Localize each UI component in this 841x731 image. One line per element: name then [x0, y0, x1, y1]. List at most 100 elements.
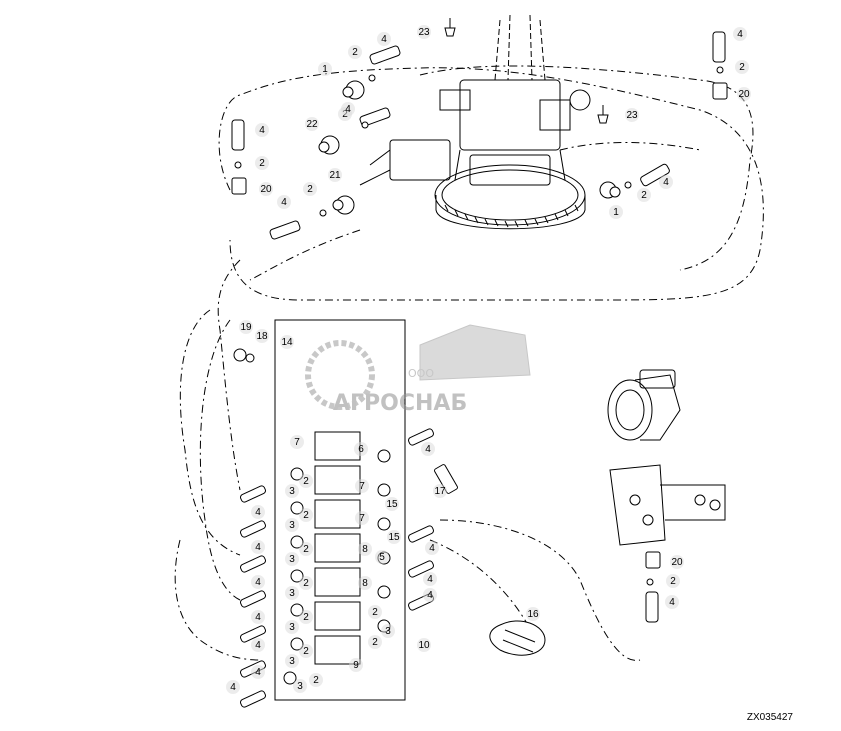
callout-circle [433, 484, 447, 498]
callout-circle [318, 62, 332, 76]
callout-4: 4 [251, 665, 265, 679]
callout-label: 23 [418, 27, 430, 38]
callout-circle [735, 60, 749, 74]
callout-label: 15 [388, 532, 400, 543]
callout-4: 4 [341, 102, 355, 116]
callout-7: 7 [355, 479, 369, 493]
callout-label: 3 [289, 554, 295, 565]
callout-3: 3 [285, 518, 299, 532]
callout-10: 10 [417, 638, 431, 652]
callout-7: 7 [355, 511, 369, 525]
callout-label: 2 [259, 158, 265, 169]
callout-label: 2 [303, 578, 309, 589]
callout-3: 3 [381, 624, 395, 638]
callout-4: 4 [251, 540, 265, 554]
callout-circle [285, 518, 299, 532]
callout-circle [293, 679, 307, 693]
callout-circle [299, 474, 313, 488]
callout-5: 5 [375, 550, 389, 564]
callout-23: 23 [625, 108, 639, 122]
callout-2: 2 [299, 644, 313, 658]
callout-circle [285, 620, 299, 634]
callout-circle [385, 497, 399, 511]
callout-22: 22 [305, 117, 319, 131]
callout-label: 5 [379, 552, 385, 563]
callout-label: 4 [669, 597, 675, 608]
callout-label: 4 [737, 29, 743, 40]
callout-circle [251, 665, 265, 679]
callout-circle [381, 624, 395, 638]
callout-14: 14 [280, 335, 294, 349]
callout-label: 4 [281, 197, 287, 208]
callout-3: 3 [285, 654, 299, 668]
callout-4: 4 [251, 638, 265, 652]
callout-label: 3 [289, 656, 295, 667]
callout-label: 4 [427, 574, 433, 585]
callout-15: 15 [387, 530, 401, 544]
callout-label: 19 [240, 322, 252, 333]
callout-2: 2 [735, 60, 749, 74]
callout-label: 3 [289, 622, 295, 633]
travel-motor [607, 369, 726, 546]
callout-4: 4 [377, 32, 391, 46]
callout-circle [368, 635, 382, 649]
callout-circle [226, 680, 240, 694]
callout-circle [387, 530, 401, 544]
callout-circle [299, 508, 313, 522]
callout-20: 20 [670, 555, 684, 569]
callout-label: 3 [289, 588, 295, 599]
callout-4: 4 [659, 175, 673, 189]
callout-circle [277, 195, 291, 209]
callout-23: 23 [417, 25, 431, 39]
callout-label: 1 [613, 207, 619, 218]
callout-circle [609, 205, 623, 219]
callout-2: 2 [299, 542, 313, 556]
callout-19: 19 [239, 320, 253, 334]
callout-1: 1 [318, 62, 332, 76]
callout-2: 2 [299, 576, 313, 590]
callout-4: 4 [423, 572, 437, 586]
callout-label: 2 [303, 510, 309, 521]
callout-circle [251, 575, 265, 589]
callout-4: 4 [251, 575, 265, 589]
callout-label: 10 [418, 640, 430, 651]
callout-label: 4 [427, 590, 433, 601]
callout-2: 2 [368, 605, 382, 619]
callout-label: 2 [352, 47, 358, 58]
callout-label: 2 [303, 476, 309, 487]
callout-label: 20 [738, 89, 750, 100]
callout-label: 1 [322, 64, 328, 75]
callout-circle [251, 540, 265, 554]
callouts: 4212422212423231244220422019181476324172… [226, 25, 751, 694]
callout-label: 14 [281, 337, 293, 348]
callout-circle [259, 182, 273, 196]
callout-circle [251, 610, 265, 624]
callout-circle [423, 588, 437, 602]
callout-circle [305, 117, 319, 131]
callout-label: 21 [329, 170, 341, 181]
callout-label: 15 [386, 499, 398, 510]
callout-6: 6 [354, 442, 368, 456]
callout-label: 20 [260, 184, 272, 195]
callout-label: 2 [641, 190, 647, 201]
callout-circle [526, 607, 540, 621]
callout-label: 4 [259, 125, 265, 136]
callout-label: 4 [425, 444, 431, 455]
callout-label: 4 [255, 542, 261, 553]
callout-1: 1 [609, 205, 623, 219]
callout-circle [285, 654, 299, 668]
callout-label: 2 [303, 544, 309, 555]
callout-9: 9 [349, 658, 363, 672]
callout-label: 3 [289, 520, 295, 531]
watermark: ООО АГРОСНАБ [305, 324, 531, 416]
callout-15: 15 [385, 497, 399, 511]
callout-label: 2 [372, 637, 378, 648]
callout-3: 3 [285, 552, 299, 566]
callout-label: 3 [385, 626, 391, 637]
callout-circle [348, 45, 362, 59]
callout-label: 4 [255, 612, 261, 623]
callout-circle [349, 658, 363, 672]
callout-circle [368, 605, 382, 619]
callout-circle [290, 435, 304, 449]
callout-label: 4 [345, 104, 351, 115]
